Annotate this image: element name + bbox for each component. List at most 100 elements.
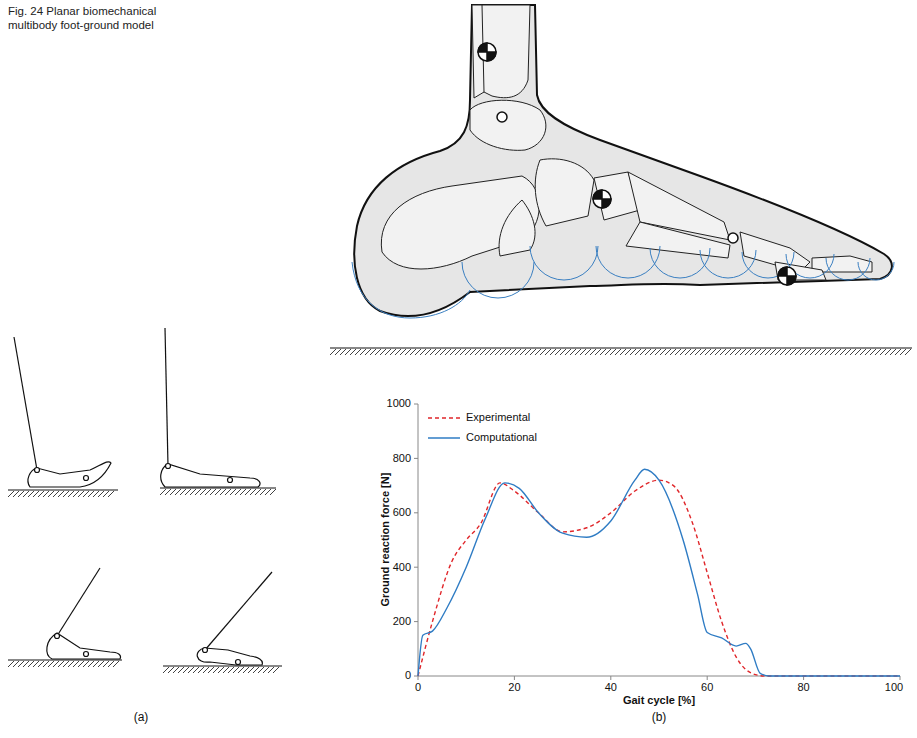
ground-hatch: [218, 667, 224, 673]
y-tick-label: 1000: [387, 397, 411, 410]
ground-hatch: [720, 349, 726, 355]
ground-hatch: [610, 349, 616, 355]
ground-hatch: [600, 349, 606, 355]
ground-hatch: [13, 661, 19, 667]
ground-hatch: [258, 667, 264, 673]
ground-hatch: [530, 349, 536, 355]
ground-hatch: [425, 349, 431, 355]
ground-hatch: [248, 667, 254, 673]
ground-hatch: [53, 661, 59, 667]
ground-hatch: [680, 349, 686, 355]
ground-hatch: [700, 349, 706, 355]
ground-hatch: [190, 489, 196, 495]
ground-hatch: [870, 349, 876, 355]
ground-hatch: [58, 661, 64, 667]
ground-hatch: [210, 489, 216, 495]
x-axis-title: Gait cycle [%]: [623, 694, 695, 707]
ground-hatch: [215, 489, 221, 495]
ground-hatch: [860, 349, 866, 355]
ground-hatch: [760, 349, 766, 355]
ground-hatch: [595, 349, 601, 355]
contact-spheres: [352, 246, 894, 318]
center-of-mass-symbols: [478, 43, 796, 285]
ground-hatch: [505, 349, 511, 355]
ground-hatch: [83, 661, 89, 667]
x-tick-label: 80: [797, 681, 809, 694]
ground-hatch: [228, 667, 234, 673]
ground-hatch: [43, 491, 49, 497]
ground-hatch: [108, 491, 114, 497]
y-axis-title: Ground reaction force [N]: [379, 473, 392, 607]
ground-hatch: [540, 349, 546, 355]
ground-hatch: [48, 661, 54, 667]
ground-hatch: [420, 349, 426, 355]
ground-hatch: [815, 349, 821, 355]
ground-hatch: [555, 349, 561, 355]
ground-hatch: [270, 489, 276, 495]
ground-hatch: [605, 349, 611, 355]
ground-hatch: [183, 667, 189, 673]
ground-hatch: [268, 667, 274, 673]
joints: [497, 112, 738, 243]
ground-hatch: [750, 349, 756, 355]
ground-hatch: [865, 349, 871, 355]
ground-hatch: [198, 667, 204, 673]
ground-hatch: [390, 349, 396, 355]
x-tick-label: 100: [885, 681, 903, 694]
y-tick-label: 400: [393, 561, 411, 574]
ground-hatch: [670, 349, 676, 355]
ground-hatch: [160, 489, 166, 495]
ground-hatch: [485, 349, 491, 355]
ground-hatch: [48, 491, 54, 497]
ground-hatch: [243, 667, 249, 673]
ground-hatch: [640, 349, 646, 355]
ground-hatch: [650, 349, 656, 355]
ground-hatch: [173, 667, 179, 673]
ground-hatch: [188, 667, 194, 673]
ground-hatch: [253, 667, 259, 673]
ground-hatch: [208, 667, 214, 673]
ground-hatch: [590, 349, 596, 355]
ground-hatch: [775, 349, 781, 355]
ground-hatch: [490, 349, 496, 355]
ground-hatch: [630, 349, 636, 355]
y-tick-label: 600: [393, 506, 411, 519]
ground-hatch: [83, 491, 89, 497]
ground-hatch: [193, 667, 199, 673]
ground-hatch: [23, 661, 29, 667]
ground-hatch: [820, 349, 826, 355]
ground-hatch: [38, 661, 44, 667]
ground-hatch: [230, 489, 236, 495]
ground-hatch: [410, 349, 416, 355]
ground-hatch: [330, 349, 336, 355]
ground-hatch: [263, 667, 269, 673]
bones: [381, 5, 872, 280]
ground-hatch: [905, 349, 911, 355]
ground-line: [8, 490, 118, 491]
ground-hatch: [68, 491, 74, 497]
ground-hatch: [465, 349, 471, 355]
ground-hatch: [665, 349, 671, 355]
ground-hatch: [660, 349, 666, 355]
panel-label: (a): [134, 710, 149, 724]
ground-hatch: [238, 667, 244, 673]
ground-hatch: [185, 489, 191, 495]
ground-hatch: [33, 661, 39, 667]
ground-hatch: [635, 349, 641, 355]
ground-hatch: [440, 349, 446, 355]
ground-hatch: [620, 349, 626, 355]
ground-hatch: [840, 349, 846, 355]
ground-hatch: [93, 661, 99, 667]
ground-hatch: [645, 349, 651, 355]
ground-hatch: [360, 349, 366, 355]
ground-hatch: [168, 667, 174, 673]
ground-hatch: [470, 349, 476, 355]
y-tick-label: 200: [393, 615, 411, 628]
ground-hatch: [245, 489, 251, 495]
ground-hatch: [500, 349, 506, 355]
ground-hatch: [900, 349, 906, 355]
ground-hatch: [380, 349, 386, 355]
y-axis: [418, 404, 419, 676]
ground-hatch: [445, 349, 451, 355]
